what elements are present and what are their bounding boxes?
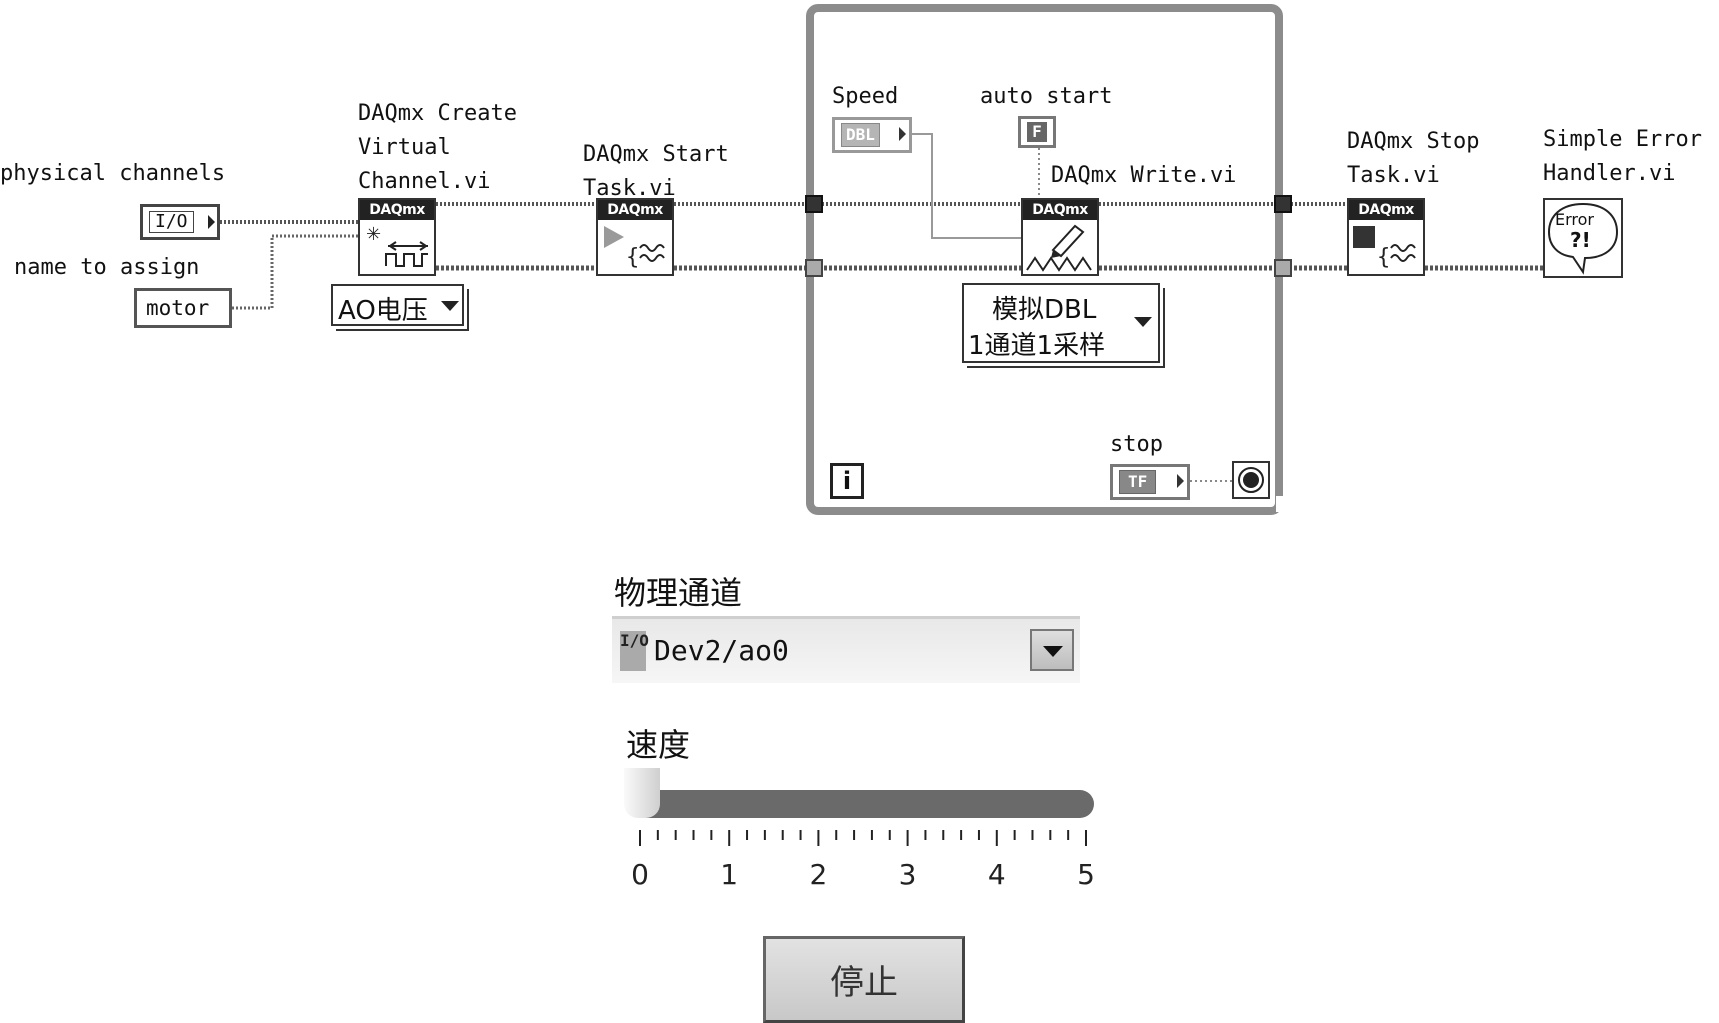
task-tunnel-right: [1274, 195, 1292, 213]
auto-start-label: auto start: [980, 84, 1113, 109]
loop-condition-terminal[interactable]: [1232, 461, 1270, 499]
while-loop-gap: [1276, 496, 1286, 512]
io-icon: I/O: [620, 631, 649, 671]
stop-type-text: TF: [1119, 470, 1157, 494]
daqmx-stop-task-vi[interactable]: DAQmx {: [1347, 198, 1425, 276]
speed-slider-knob[interactable]: [624, 768, 660, 818]
write-ring-line1: 模拟DBL: [992, 295, 1097, 325]
error-icon-text: Error: [1555, 210, 1594, 229]
speed-wire: [912, 133, 1021, 239]
tick-label: 5: [1077, 858, 1095, 891]
daqmx-write-vi[interactable]: DAQmx: [1021, 198, 1099, 276]
speed-terminal-label: Speed: [832, 84, 899, 109]
svg-text:{: {: [626, 245, 639, 270]
channel-dropdown-button[interactable]: [1030, 629, 1074, 671]
svg-text:✳: ✳: [366, 224, 381, 245]
chevron-down-icon: [1134, 317, 1152, 327]
speed-label: 速度: [626, 726, 691, 764]
tick-label: 0: [631, 858, 649, 891]
tick-label: 3: [899, 858, 917, 891]
speed-type-text: DBL: [841, 123, 880, 147]
name-to-assign-label: name to assign: [14, 255, 200, 280]
physical-channels-constant[interactable]: I/O: [140, 204, 220, 240]
physical-channel-control[interactable]: I/O Dev2/ao0: [612, 616, 1080, 683]
create-vi-label: DAQmx Create Virtual Channel.vi: [358, 101, 517, 194]
terminal-arrow-icon: [208, 215, 215, 229]
name-wire: [232, 234, 358, 310]
stop-button-label: 停止: [830, 963, 898, 1003]
start-task-icon: {: [604, 226, 665, 270]
stop-button[interactable]: 停止: [763, 936, 965, 1023]
tick-label: 4: [988, 858, 1006, 891]
chevron-down-icon: [441, 301, 459, 311]
terminal-arrow-icon: [1177, 474, 1184, 488]
chevron-down-icon: [1043, 646, 1063, 657]
create-ring-text: AO电压: [338, 296, 428, 326]
write-polymorphic-ring[interactable]: 模拟DBL 1通道1采样: [962, 283, 1160, 363]
write-icon: [1026, 224, 1092, 272]
vi-header: DAQmx: [360, 200, 434, 220]
error-balloon-icon: [1547, 202, 1619, 275]
iteration-terminal: i: [830, 463, 864, 499]
stop-vi-label: DAQmx Stop Task.vi: [1347, 129, 1480, 188]
error-tunnel-left: [805, 259, 823, 277]
write-ring-line2: 1通道1采样: [968, 331, 1106, 361]
physical-channel-value: Dev2/ao0: [654, 634, 789, 667]
simple-error-handler-vi[interactable]: Error ?!: [1543, 198, 1623, 278]
physical-channels-label: physical channels: [0, 161, 226, 186]
stop-terminal[interactable]: TF: [1110, 464, 1190, 500]
create-channel-icon: ✳: [366, 224, 428, 267]
task-wire: [220, 202, 1347, 224]
auto-start-value: F: [1027, 122, 1047, 142]
speed-slider-track[interactable]: [628, 790, 1094, 818]
io-icon-glyph: I/O: [620, 631, 649, 650]
speed-slider-scale: 0 1 2 3 4 5: [631, 830, 1095, 891]
stop-condition-icon: [1238, 467, 1264, 493]
terminal-arrow-icon: [899, 127, 906, 141]
write-vi-label: DAQmx Write.vi: [1051, 163, 1237, 188]
error-tunnel-right: [1274, 259, 1292, 277]
start-vi-label: DAQmx Start Task.vi: [583, 142, 729, 201]
tick-label: 2: [809, 858, 827, 891]
auto-start-constant[interactable]: F: [1018, 116, 1056, 148]
task-tunnel-left: [805, 195, 823, 213]
error-icon-glyph: ?!: [1570, 228, 1591, 252]
vi-header: DAQmx: [598, 200, 672, 220]
stop-terminal-label: stop: [1110, 432, 1163, 457]
physical-channel-label: 物理通道: [614, 574, 743, 612]
vi-header: DAQmx: [1023, 200, 1097, 220]
speed-terminal[interactable]: DBL: [832, 117, 912, 153]
daqmx-start-task-vi[interactable]: DAQmx {: [596, 198, 674, 276]
stop-task-icon: {: [1353, 226, 1416, 270]
name-to-assign-constant[interactable]: motor: [134, 288, 232, 328]
svg-text:{: {: [1377, 245, 1390, 270]
io-constant-text: I/O: [149, 211, 194, 233]
vi-header: DAQmx: [1349, 200, 1423, 220]
error-vi-label: Simple Error Handler.vi: [1543, 127, 1702, 186]
create-channel-ring[interactable]: AO电压: [331, 284, 464, 326]
daqmx-create-channel-vi[interactable]: DAQmx ✳: [358, 198, 436, 276]
tick-label: 1: [720, 858, 738, 891]
